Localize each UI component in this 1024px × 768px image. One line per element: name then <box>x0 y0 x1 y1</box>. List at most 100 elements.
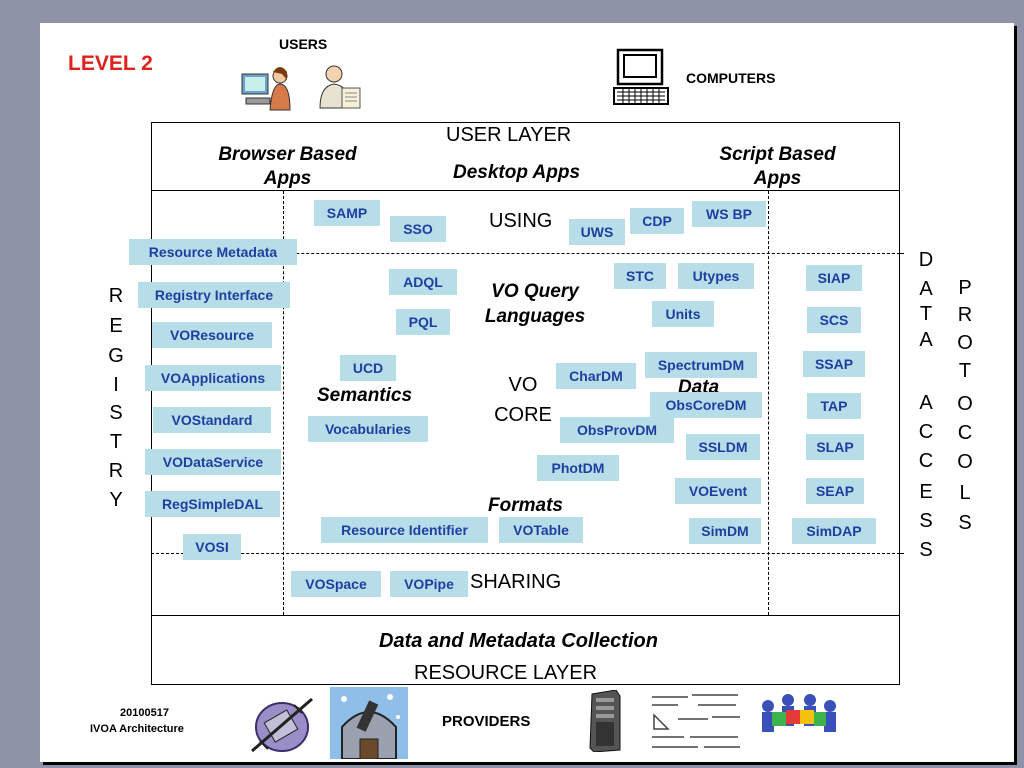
chardm-box: CharDM <box>556 363 636 389</box>
registry-letter: R <box>108 285 124 307</box>
tap-box: TAP <box>807 393 861 419</box>
user-reading-icon <box>312 62 364 112</box>
sharing-label: SHARING <box>470 571 562 593</box>
data-access-letter: A <box>919 278 933 300</box>
adql-box: ADQL <box>389 269 457 295</box>
users-label: USERS <box>279 36 328 52</box>
resource-metadata-box: Resource Metadata <box>129 239 297 265</box>
protocols-letter: L <box>959 482 971 504</box>
registry-letter: E <box>109 315 123 337</box>
data-access-letter: S <box>919 510 933 532</box>
obscoredm-box: ObsCoreDM <box>650 392 762 418</box>
data-access-letter: C <box>918 421 934 443</box>
using-dashed-line <box>151 253 900 254</box>
ucd-box: UCD <box>340 355 396 381</box>
registry-letter: I <box>113 374 119 396</box>
data-access-letter: C <box>918 450 934 472</box>
using-label: USING <box>489 210 553 232</box>
puzzle-people-icon <box>758 688 840 740</box>
sso-box: SSO <box>390 216 446 242</box>
vopipe-box: VOPipe <box>390 571 468 597</box>
voapplications-box: VOApplications <box>145 365 281 391</box>
registry-letter: S <box>109 402 123 424</box>
protocols-letter: O <box>957 451 973 473</box>
right-outer-dashed-bottom <box>900 553 904 554</box>
user-layer-divider <box>151 190 900 191</box>
data-access-letter: T <box>919 303 933 325</box>
computer-icon <box>610 48 672 108</box>
cdp-box: CDP <box>630 208 684 234</box>
data-access-letter: A <box>919 329 933 351</box>
desktop-apps-label: Desktop Apps <box>453 162 581 183</box>
left-dashed-line <box>283 191 284 615</box>
observatory-icon <box>330 687 408 760</box>
slap-box: SLAP <box>806 434 864 460</box>
resource-identifier-box: Resource Identifier <box>321 517 488 543</box>
sharing-dashed-line <box>151 553 900 554</box>
script-apps-label: Script Based Apps <box>719 144 836 189</box>
vospace-box: VOSpace <box>291 571 381 597</box>
ssap-box: SSAP <box>803 351 865 377</box>
math-notes-icon <box>648 689 744 753</box>
protocols-letter: O <box>957 332 973 354</box>
data-access-letter: D <box>918 249 934 271</box>
votable-box: VOTable <box>499 517 583 543</box>
samp-box: SAMP <box>314 200 380 226</box>
slide <box>40 23 1014 762</box>
vostandard-box: VOStandard <box>153 407 271 433</box>
level-title: LEVEL 2 <box>68 52 153 75</box>
registry-letter: Y <box>109 489 123 511</box>
right-outer-dashed-top <box>900 253 904 254</box>
registry-letter: T <box>109 431 123 453</box>
voevent-box: VOEvent <box>675 478 761 504</box>
registry-letter: R <box>108 460 124 482</box>
uws-box: UWS <box>569 219 625 245</box>
vo-core-label: VO CORE <box>494 374 552 426</box>
protocols-letter: T <box>958 360 972 382</box>
simdap-box: SimDAP <box>792 518 876 544</box>
data-access-letter: E <box>919 481 933 503</box>
footer-date: 20100517 <box>120 707 169 719</box>
protocols-letter: S <box>958 512 972 534</box>
protocols-letter: R <box>957 304 973 326</box>
scs-box: SCS <box>807 307 861 333</box>
voresource-box: VOResource <box>152 322 272 348</box>
photdm-box: PhotDM <box>537 455 619 481</box>
obsprovdm-box: ObsProvDM <box>560 417 674 443</box>
ws-bp-box: WS BP <box>692 201 766 227</box>
vosi-box: VOSI <box>183 534 241 560</box>
data-access-letter: A <box>919 392 933 414</box>
protocols-letter: P <box>958 277 972 299</box>
data-access-letter: S <box>919 539 933 561</box>
server-icon <box>586 689 624 753</box>
vodataservice-box: VODataService <box>145 449 281 475</box>
formats-label: Formats <box>488 495 563 516</box>
footer-architecture: IVOA Architecture <box>90 723 184 735</box>
data-metadata-collection-label: Data and Metadata Collection <box>379 630 658 652</box>
browser-apps-label: Browser Based Apps <box>218 144 357 189</box>
computers-label: COMPUTERS <box>686 70 776 86</box>
simdm-box: SimDM <box>689 518 761 544</box>
seap-box: SEAP <box>806 478 864 504</box>
units-box: Units <box>652 301 714 327</box>
ssldm-box: SSLDM <box>686 434 760 460</box>
stc-box: STC <box>614 263 666 289</box>
siap-box: SIAP <box>806 265 862 291</box>
regsimpledal-box: RegSimpleDAL <box>145 491 280 517</box>
protocols-letter: C <box>957 422 973 444</box>
protocols-letter: O <box>957 393 973 415</box>
resource-layer-divider <box>151 615 900 616</box>
providers-label: PROVIDERS <box>442 713 531 730</box>
user-layer-title: USER LAYER <box>446 124 572 146</box>
right-dashed-line <box>768 191 769 615</box>
utypes-box: Utypes <box>678 263 754 289</box>
satellite-icon <box>246 689 318 757</box>
vocabularies-box: Vocabularies <box>308 416 428 442</box>
registry-interface-box: Registry Interface <box>138 282 290 308</box>
architecture-frame <box>151 122 900 685</box>
pql-box: PQL <box>396 309 450 335</box>
semantics-label: Semantics <box>317 385 413 406</box>
resource-layer-title: RESOURCE LAYER <box>414 662 598 684</box>
registry-letter: G <box>108 345 124 367</box>
vo-query-languages-label: VO Query Languages <box>484 281 586 327</box>
